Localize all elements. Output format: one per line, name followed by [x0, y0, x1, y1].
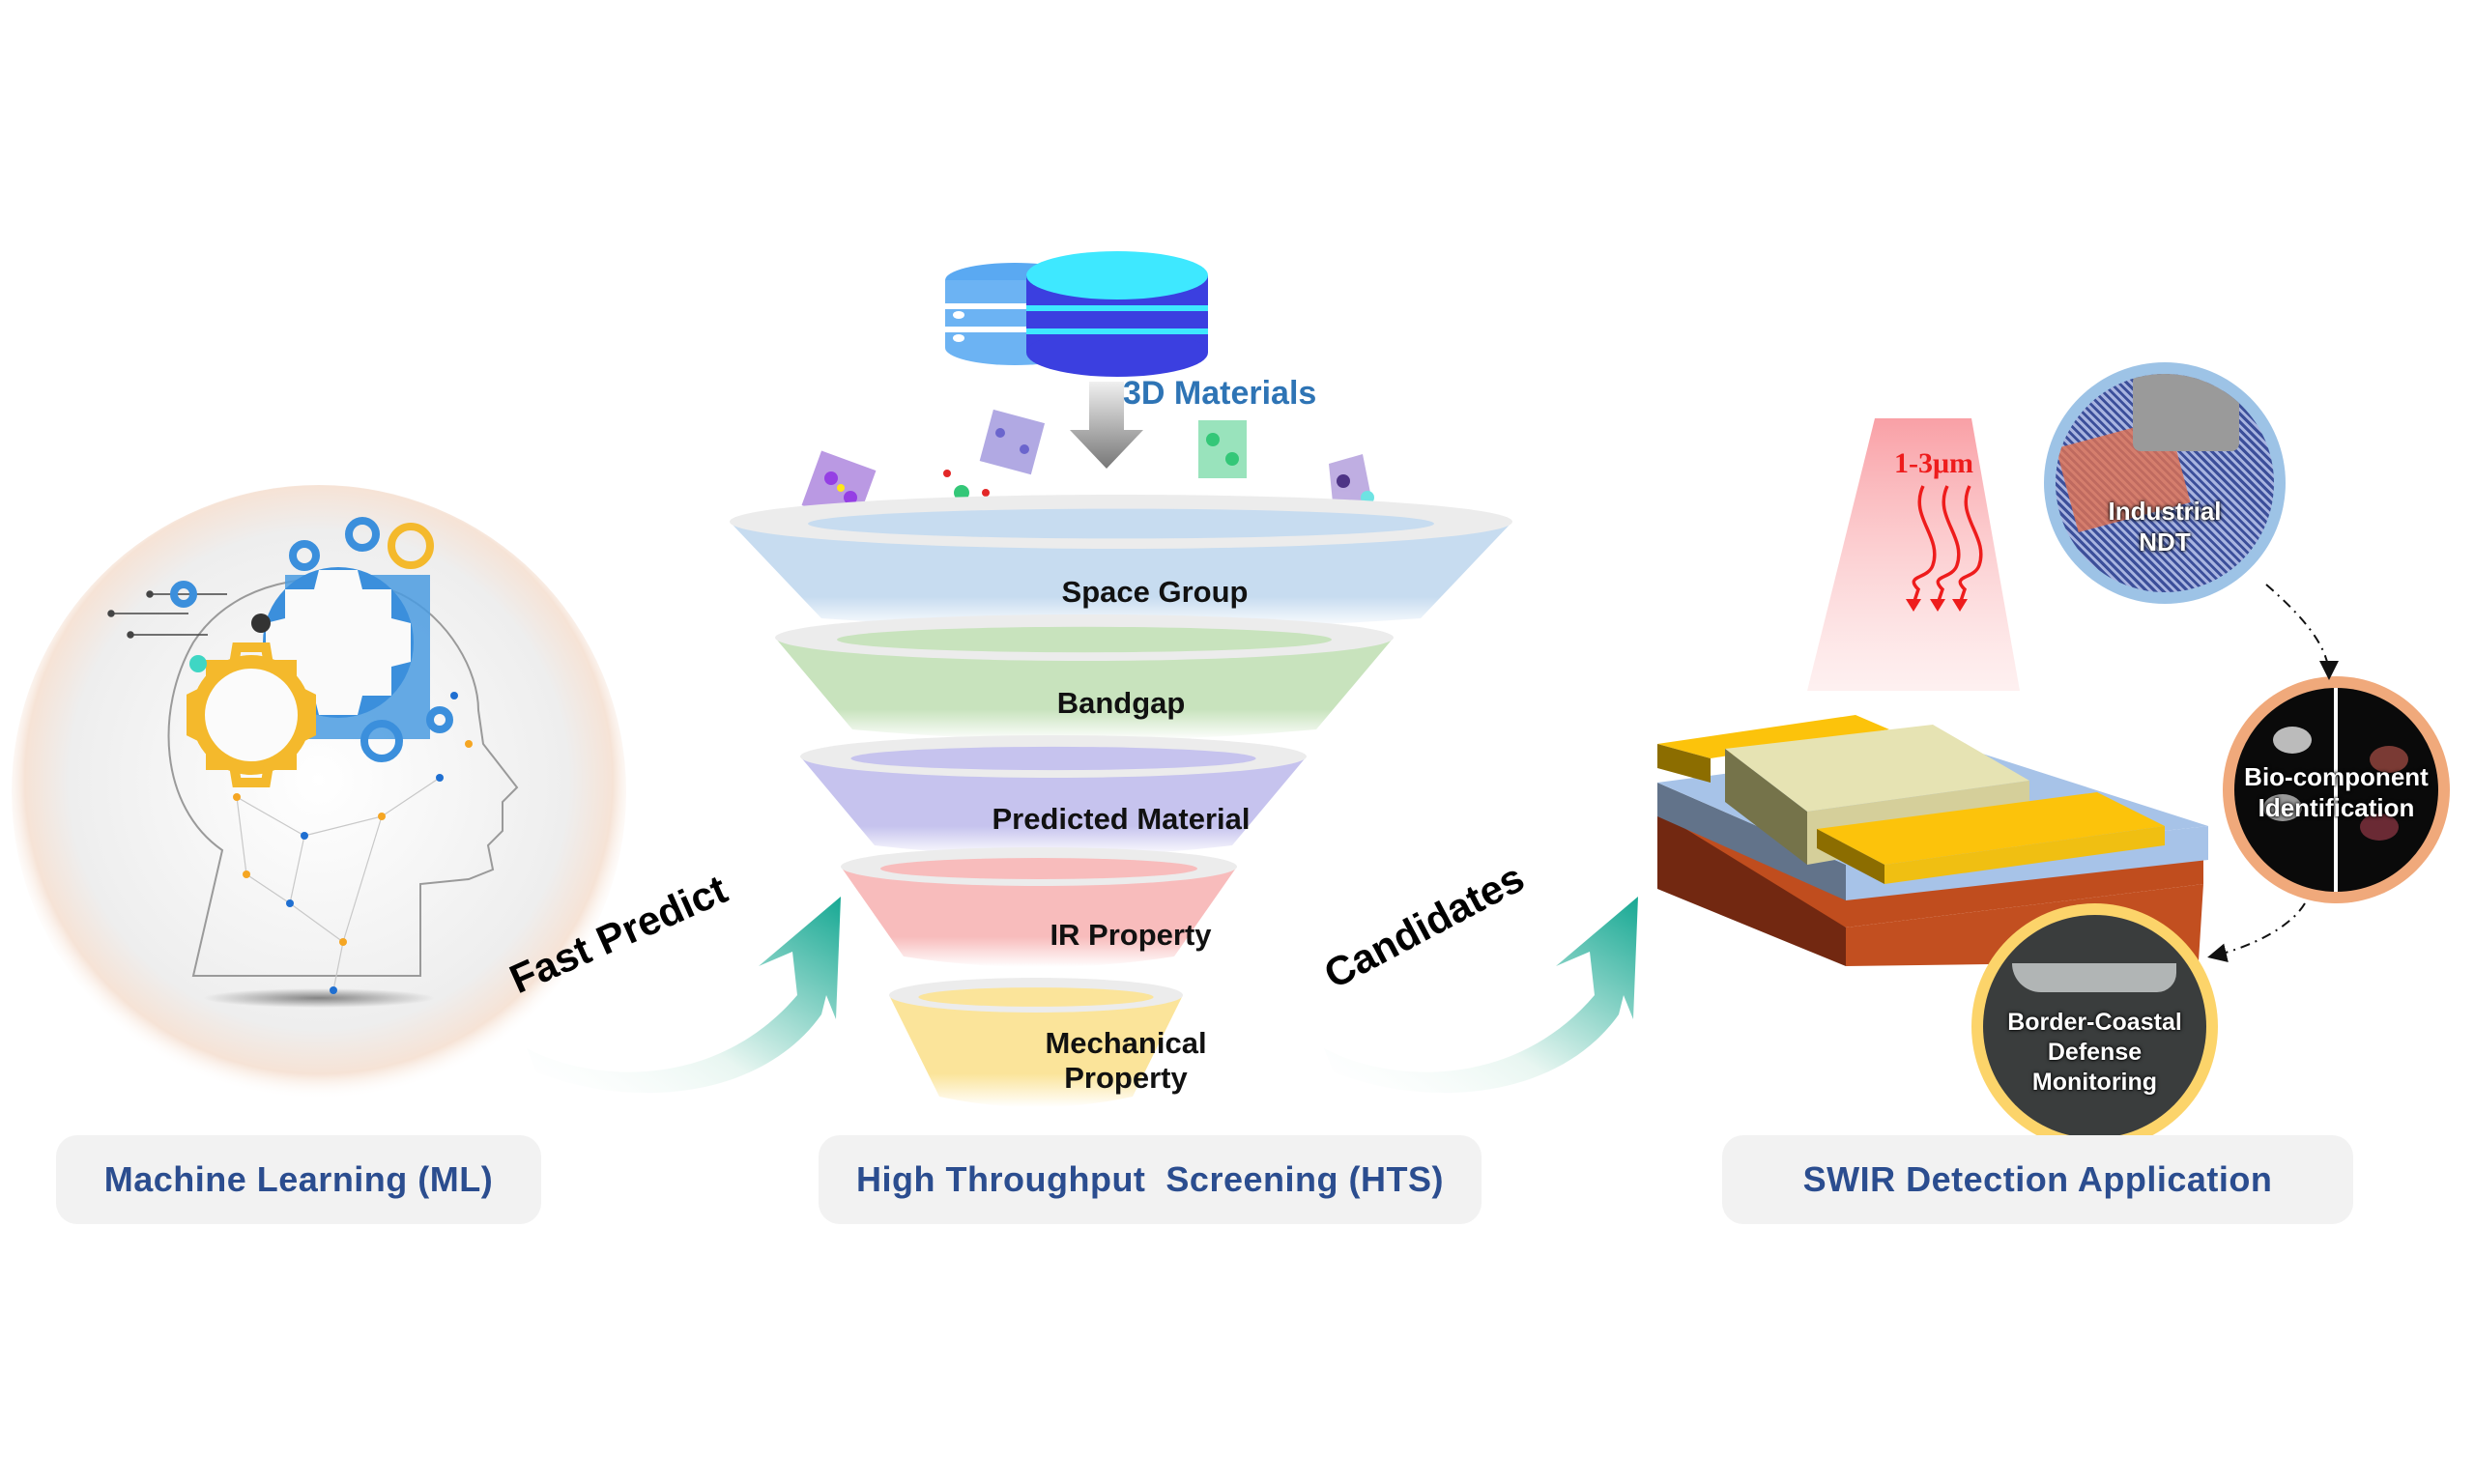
- funnel: Space Group Bandgap Predicted Material I…: [725, 495, 1517, 1126]
- funnel-tier-body-3: [841, 867, 1237, 967]
- wavelength-label: 1-3μm: [1894, 447, 1973, 479]
- curved-arrow-icon: [1324, 897, 1638, 1094]
- tier-label-mechanical-property: Mechanical Property: [734, 1026, 1517, 1096]
- machine-part: [2133, 374, 2239, 451]
- app-label-border-line3: Monitoring: [2031, 1069, 2158, 1096]
- funnel-tier-opening-2: [850, 746, 1256, 771]
- app-label-ndt: Industrial NDT: [2044, 496, 2286, 557]
- thermal-image: [1983, 915, 2206, 1138]
- app-label-bio-line1: Bio-component: [2244, 762, 2429, 791]
- funnel-tier-body-2: [800, 756, 1307, 856]
- database-icon: [945, 251, 1208, 377]
- funnel-tier-body-4: [889, 995, 1183, 1107]
- app-label-ndt-line2: NDT: [2139, 528, 2191, 556]
- funnel-tier-body-0: [730, 522, 1512, 629]
- grain-gray: [2273, 727, 2312, 754]
- light-beam-icon: [1807, 418, 2020, 691]
- app-label-border: Border-Coastal Defense Monitoring: [1971, 1008, 2218, 1098]
- tier-label-ir-property: IR Property: [1050, 918, 1212, 952]
- bio-image: [2234, 688, 2438, 892]
- app-label-border-line1: Border-Coastal: [2007, 1009, 2182, 1036]
- materials-label: 3D Materials: [1123, 375, 1317, 412]
- ir-beam: 1-3μm: [1798, 411, 2029, 700]
- divider-line: [2334, 688, 2338, 892]
- candidates-arrow: Candidates: [1300, 854, 1657, 1094]
- app-label-ndt-line1: Industrial: [2108, 497, 2222, 526]
- arrow-down-icon: [1070, 382, 1143, 469]
- funnel-tier-opening-0: [808, 508, 1434, 539]
- connector-bio-to-border: [2207, 902, 2306, 963]
- funnel-tier-body-1: [775, 638, 1394, 740]
- grain-color: [2360, 813, 2399, 841]
- funnel-tier-opening-3: [880, 858, 1197, 879]
- hts-section-text: High Throughput Screening (HTS): [856, 1159, 1444, 1199]
- swir-section-text: SWIR Detection Application: [1802, 1159, 2273, 1199]
- brain-gears-icon: [12, 485, 626, 1099]
- tier-label-mechanical-line2: Property: [1064, 1061, 1188, 1095]
- curved-arrow-icon: [527, 897, 841, 1094]
- grain-gray: [2263, 794, 2302, 821]
- tier-label-space-group: Space Group: [1061, 575, 1249, 609]
- funnel-tier-opening-1: [837, 626, 1332, 653]
- app-label-bio: Bio-component Identification: [2223, 761, 2450, 823]
- app-label-border-line2: Defense: [2047, 1039, 2143, 1066]
- ml-section-label: Machine Learning (ML): [56, 1135, 541, 1224]
- tier-label-mechanical-line1: Mechanical: [1045, 1026, 1207, 1060]
- funnel-graphic: [730, 495, 1512, 1107]
- ml-illustration: [12, 485, 626, 1106]
- app-border-coastal: Border-Coastal Defense Monitoring: [1971, 903, 2218, 1150]
- app-industrial-ndt: Industrial NDT: [2044, 362, 2286, 604]
- grain-color: [2370, 746, 2408, 773]
- tier-label-bandgap: Bandgap: [1056, 686, 1186, 720]
- app-label-bio-line2: Identification: [2258, 793, 2415, 822]
- database: [937, 251, 1227, 382]
- ndt-image: [2056, 374, 2274, 592]
- swir-section-label: SWIR Detection Application: [1722, 1135, 2353, 1224]
- network-nodes: [233, 692, 473, 994]
- fast-predict-arrow: Fast Predict: [503, 860, 860, 1094]
- funnel-tier-opening-4: [918, 987, 1154, 1007]
- boat-shape: [2012, 963, 2176, 992]
- app-bio-component: Bio-component Identification: [2223, 676, 2450, 903]
- connector-ndt-to-bio: [2265, 584, 2339, 680]
- ml-section-text: Machine Learning (ML): [103, 1159, 494, 1199]
- hts-section-label: High Throughput Screening (HTS): [819, 1135, 1482, 1224]
- tier-label-predicted-material: Predicted Material: [992, 802, 1251, 836]
- down-arrow: [1068, 382, 1145, 469]
